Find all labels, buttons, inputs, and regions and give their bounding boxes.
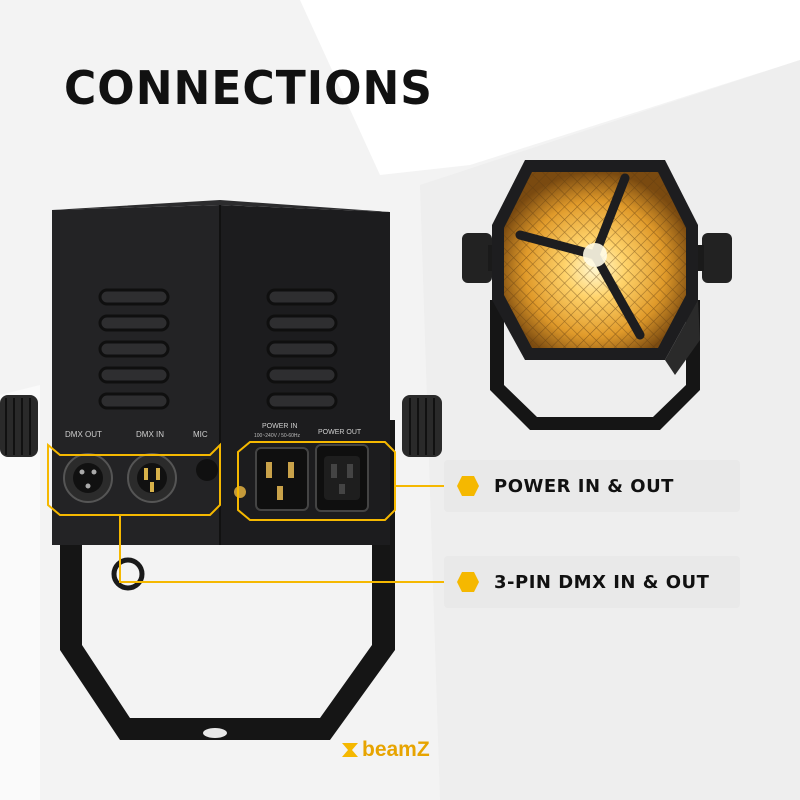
brand-name: beamZ — [362, 738, 430, 761]
hexagon-icon — [457, 476, 479, 496]
dmx-out-label: DMX OUT — [65, 430, 102, 439]
power-in-label: POWER IN — [262, 423, 297, 430]
power-out-label: POWER OUT — [318, 429, 362, 436]
mic-label: MIC — [193, 430, 208, 439]
callout-power: POWER IN & OUT — [444, 460, 740, 512]
power-in-spec: 100~240V / 50-60Hz — [254, 433, 301, 439]
dmx-highlight — [47, 442, 221, 516]
dmx-in-label: DMX IN — [136, 430, 164, 439]
device-front-view — [462, 160, 732, 430]
dmx-leader-line — [119, 515, 456, 583]
ground-screw — [234, 486, 246, 498]
brand-logo: beamZ — [340, 738, 430, 762]
bracket-hole — [203, 728, 227, 738]
callout-dmx: 3-PIN DMX IN & OUT — [444, 556, 740, 608]
hexagon-icon — [457, 572, 479, 592]
callout-dmx-label: 3-PIN DMX IN & OUT — [494, 571, 710, 593]
front-right-knob — [702, 233, 732, 283]
power-highlight — [237, 441, 396, 521]
callout-power-label: POWER IN & OUT — [494, 475, 674, 497]
page-title: CONNECTIONS — [64, 62, 433, 116]
mic-sensor — [196, 459, 218, 481]
safety-eyelet — [111, 557, 145, 591]
power-in-socket — [255, 447, 309, 511]
front-left-knob — [462, 233, 492, 283]
beamz-logo-icon — [342, 743, 358, 757]
right-knob — [402, 395, 442, 457]
left-knob — [0, 395, 38, 457]
